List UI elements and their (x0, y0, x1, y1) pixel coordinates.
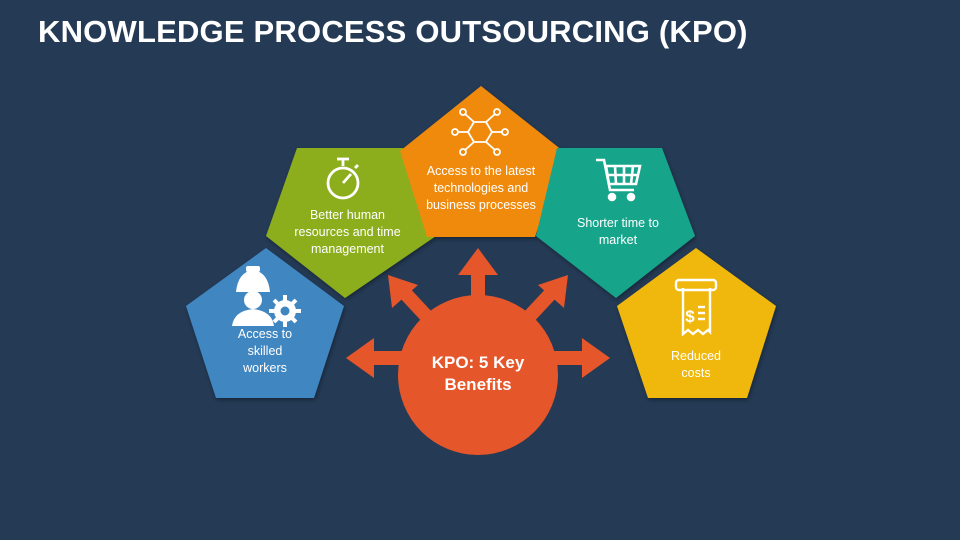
arrow-up (458, 248, 498, 275)
benefit-label-technologies: Access to the latest technologies and bu… (426, 164, 536, 212)
page-title: KNOWLEDGE PROCESS OUTSOURCING (KPO) (38, 14, 748, 49)
arrow-upper-left (388, 275, 418, 308)
pentagon-time-to-market (536, 148, 695, 298)
benefit-label-reduced-costs: Reduced costs (670, 349, 722, 380)
arrow-upper-right (538, 275, 568, 308)
shopping-cart-icon (596, 158, 642, 202)
center-label: KPO: 5 Key Benefits (431, 353, 525, 394)
benefit-label-time-management: Better human resources and time manageme… (294, 208, 401, 256)
arrow-right (582, 338, 610, 378)
pentagon-technologies (400, 86, 563, 237)
svg-text:$: $ (685, 307, 695, 326)
pentagon-time-management (266, 148, 436, 298)
arrow-left (346, 338, 374, 378)
stopwatch-icon (326, 157, 360, 200)
pentagon-reduced-costs (617, 248, 776, 398)
center-hub (346, 248, 610, 455)
center-circle (398, 295, 558, 455)
worker-gear-icon (232, 266, 301, 327)
benefit-label-skilled-workers: Access to skilled workers (237, 327, 293, 375)
receipt-dollar-icon: $ (674, 278, 718, 337)
benefit-label-time-to-market: Shorter time to market (577, 216, 659, 247)
network-icon (451, 108, 509, 156)
